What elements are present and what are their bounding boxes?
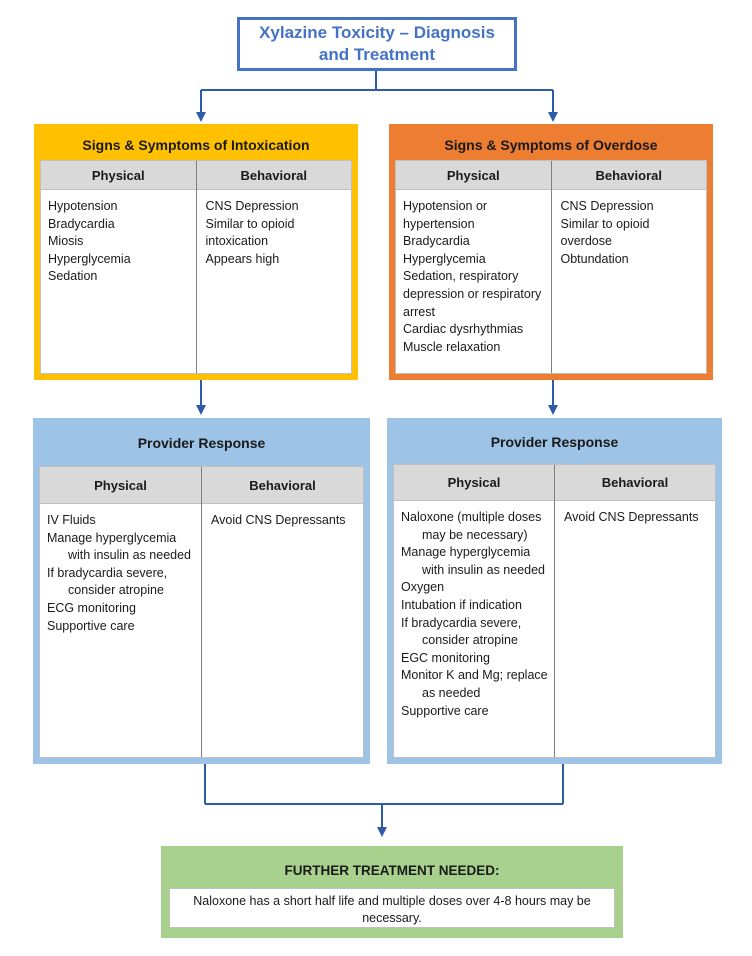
list-item: Manage hyperglycemia with insulin as nee… <box>47 530 191 563</box>
further-treatment-title: FURTHER TREATMENT NEEDED: <box>284 863 500 878</box>
provider-response-left-title: Provider Response <box>137 435 266 451</box>
overdose-title: Signs & Symptoms of Overdose <box>444 137 658 153</box>
response-left-physical-column: Physical IV Fluids Manage hyperglycemia … <box>40 467 201 757</box>
list: CNS Depression Similar to opioid overdos… <box>552 190 707 272</box>
response-left-behavioral-column: Behavioral Avoid CNS Depressants <box>201 467 363 757</box>
column-header: Physical <box>41 161 196 190</box>
list: Avoid CNS Depressants <box>555 501 715 531</box>
list-item: If bradycardia severe, consider atropine <box>401 615 522 648</box>
list-item: Hyperglycemia <box>403 251 486 266</box>
arrowhead-response-left <box>196 405 206 415</box>
column-header: Behavioral <box>202 467 363 504</box>
list-item: EGC monitoring <box>401 650 490 665</box>
diagram-title-text: Xylazine Toxicity – Diagnosis and Treatm… <box>259 23 495 64</box>
list-item: Hypotension or hypertension <box>403 199 488 231</box>
further-treatment-panel: FURTHER TREATMENT NEEDED: Naloxone has a… <box>161 846 623 938</box>
list-item: CNS Depression <box>205 199 299 213</box>
intoxication-physical-column: Physical Hypotension Bradycardia Miosis … <box>41 161 196 373</box>
overdose-behavioral-column: Behavioral CNS Depression Similar to opi… <box>550 161 707 373</box>
provider-response-right-title: Provider Response <box>490 434 619 450</box>
list-item: Manage hyperglycemia with insulin as nee… <box>401 545 545 577</box>
provider-response-left-panel: Provider Response Physical IV Fluids Man… <box>33 418 370 764</box>
arrowhead-overdose <box>548 112 558 122</box>
list-item: Monitor K and Mg; replace as needed <box>401 668 548 700</box>
intoxication-behavioral-column: Behavioral CNS Depression Similar to opi… <box>195 161 352 373</box>
arrowhead-further <box>377 827 387 837</box>
list-item: Similar to opioid overdose <box>560 216 650 249</box>
list-item: If bradycardia severe, consider atropine <box>47 565 168 598</box>
list: Hypotension or hypertension Bradycardia … <box>396 190 551 360</box>
list-item: Obtundation <box>560 251 629 266</box>
list-item: Bradycardia <box>48 216 115 231</box>
list-item: Supportive care <box>401 703 489 718</box>
list: Avoid CNS Depressants <box>202 504 363 534</box>
list-item: Intubation if indication <box>401 597 522 612</box>
list-item: Avoid CNS Depressants <box>564 510 699 524</box>
list: IV Fluids Manage hyperglycemia with insu… <box>40 504 201 639</box>
list-item: Appears high <box>205 251 280 266</box>
column-header: Physical <box>396 161 551 190</box>
column-header: Behavioral <box>196 161 351 190</box>
list-item: Cardiac dysrhythmias <box>403 322 524 337</box>
list-item: Naloxone (multiple doses may be necessar… <box>401 510 542 542</box>
overdose-physical-column: Physical Hypotension or hypertension Bra… <box>396 161 551 373</box>
arrowhead-response-right <box>548 405 558 415</box>
diagram-title: Xylazine Toxicity – Diagnosis and Treatm… <box>237 17 517 71</box>
list: Naloxone (multiple doses may be necessar… <box>394 501 554 724</box>
list-item: ECG monitoring <box>47 600 136 615</box>
list-item: Sedation <box>48 269 98 284</box>
column-header: Physical <box>40 467 201 504</box>
list-item: Bradycardia <box>403 234 470 249</box>
list-item: Sedation, respiratory depression or resp… <box>403 269 542 319</box>
response-right-behavioral-column: Behavioral Avoid CNS Depressants <box>554 465 715 757</box>
column-header: Behavioral <box>555 465 715 501</box>
provider-response-right-panel: Provider Response Physical Naloxone (mul… <box>387 418 722 764</box>
list-item: Supportive care <box>47 618 135 633</box>
list-item: Similar to opioid intoxication <box>205 216 295 249</box>
list-item: Miosis <box>48 234 84 249</box>
column-header: Physical <box>394 465 554 501</box>
list: CNS Depression Similar to opioid intoxic… <box>197 190 352 272</box>
intoxication-panel: Signs & Symptoms of Intoxication Physica… <box>34 124 358 380</box>
list-item: CNS Depression <box>560 199 654 213</box>
response-right-physical-column: Physical Naloxone (multiple doses may be… <box>394 465 554 757</box>
list-item: Oxygen <box>401 580 445 595</box>
list-item: Avoid CNS Depressants <box>211 513 346 527</box>
list-item: Hyperglycemia <box>48 251 131 266</box>
arrowhead-intoxication <box>196 112 206 122</box>
list-item: Muscle relaxation <box>403 339 501 354</box>
intoxication-title: Signs & Symptoms of Intoxication <box>82 137 310 153</box>
overdose-panel: Signs & Symptoms of Overdose Physical Hy… <box>389 124 713 380</box>
further-treatment-text: Naloxone has a short half life and multi… <box>169 888 615 928</box>
list-item: IV Fluids <box>47 513 96 527</box>
column-header: Behavioral <box>551 161 706 190</box>
list-item: Hypotension <box>48 199 118 213</box>
list: Hypotension Bradycardia Miosis Hyperglyc… <box>41 190 196 290</box>
